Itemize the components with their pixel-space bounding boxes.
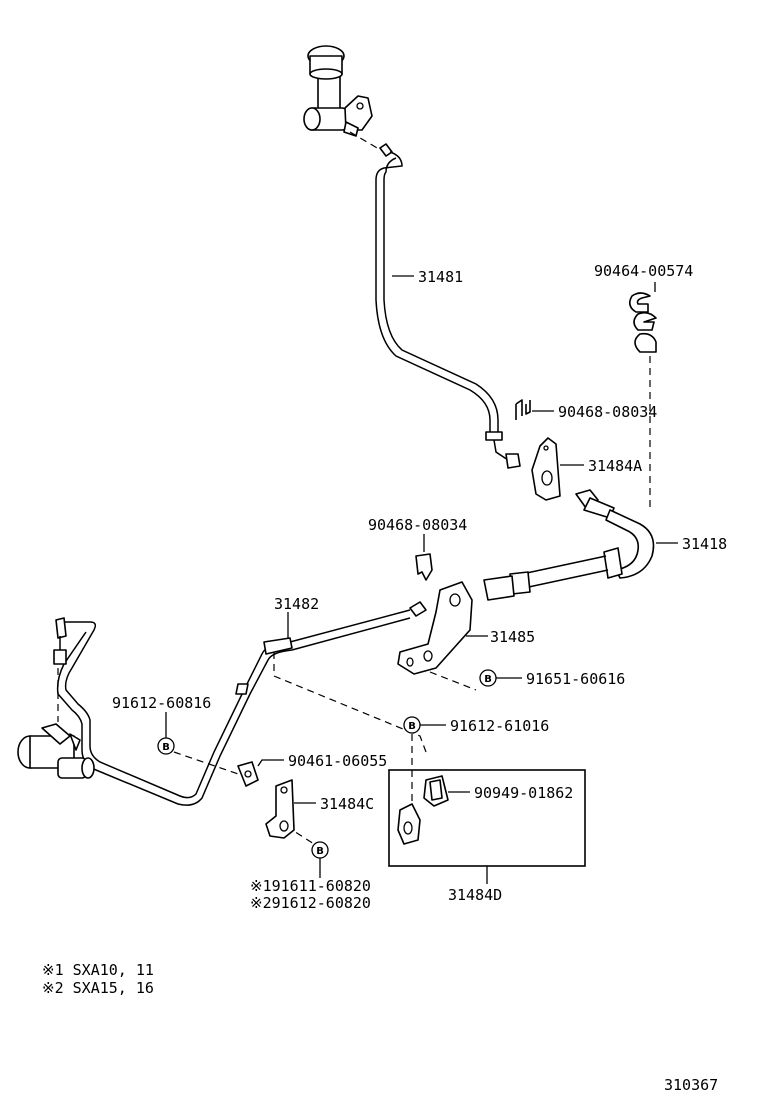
bolt-mark: B xyxy=(408,721,416,732)
label-31484d: 31484D xyxy=(448,886,502,904)
label-31485: 31485 xyxy=(490,628,535,646)
label-91612-61016: 91612-61016 xyxy=(450,717,549,735)
bracket-31485 xyxy=(397,581,473,675)
master-to-pipe-dash xyxy=(349,131,385,153)
leader-90461 xyxy=(257,759,284,767)
bracket-31484a xyxy=(531,437,561,501)
bolt-91651-60616: B xyxy=(479,669,497,687)
clutch-pipe-31482 xyxy=(53,601,427,806)
flex-hose-31418 xyxy=(483,489,655,601)
label-90464-00574: 90464-00574 xyxy=(594,262,693,280)
label-90468-08034-lower: 90468-08034 xyxy=(368,516,467,534)
clutch-release-cylinder xyxy=(17,723,95,779)
label-31482: 31482 xyxy=(274,595,319,613)
label-31484c: 31484C xyxy=(320,795,374,813)
pipe-to-bracket-dash xyxy=(273,652,427,753)
bolt-to-clamp-dash xyxy=(173,751,245,777)
bolt-91612-60816: B xyxy=(157,737,175,755)
bolt-91611-60820: B xyxy=(311,841,329,859)
label-91651-60616: 91651-60616 xyxy=(526,670,625,688)
bracket-to-bolt-dash xyxy=(429,671,477,691)
bolt-mark: B xyxy=(484,674,492,685)
note-1: ※1 SXA10, 11 xyxy=(42,961,154,979)
clip-90464-00574 xyxy=(628,292,657,353)
diagram-id: 310367 xyxy=(664,1076,718,1094)
label-191611-60820: ※191611-60820 xyxy=(250,877,371,895)
label-90461-06055: 90461-06055 xyxy=(288,752,387,770)
bolt-mark: B xyxy=(316,846,324,857)
bracket-31484c xyxy=(265,779,295,839)
clutch-master-cylinder xyxy=(303,45,373,137)
label-291612-60820: ※291612-60820 xyxy=(250,894,371,912)
clamp-90461-06055 xyxy=(237,761,259,787)
bolt-91612-61016: B xyxy=(403,716,421,734)
clutch-pipe-31481 xyxy=(375,143,521,469)
clip-90468-08034-upper xyxy=(515,399,531,420)
label-31481: 31481 xyxy=(418,268,463,286)
label-31418: 31418 xyxy=(682,535,727,553)
label-90949-01862: 90949-01862 xyxy=(474,784,573,802)
label-31484a: 31484A xyxy=(588,457,642,475)
bolt-mark: B xyxy=(162,742,170,753)
clip-90468-08034-lower xyxy=(415,553,433,581)
note-2: ※2 SXA15, 16 xyxy=(42,979,154,997)
label-90468-08034-upper: 90468-08034 xyxy=(558,403,657,421)
clip-90949-01862 xyxy=(423,775,449,807)
bracket-kit-part xyxy=(397,803,421,845)
label-91612-60816: 91612-60816 xyxy=(112,694,211,712)
